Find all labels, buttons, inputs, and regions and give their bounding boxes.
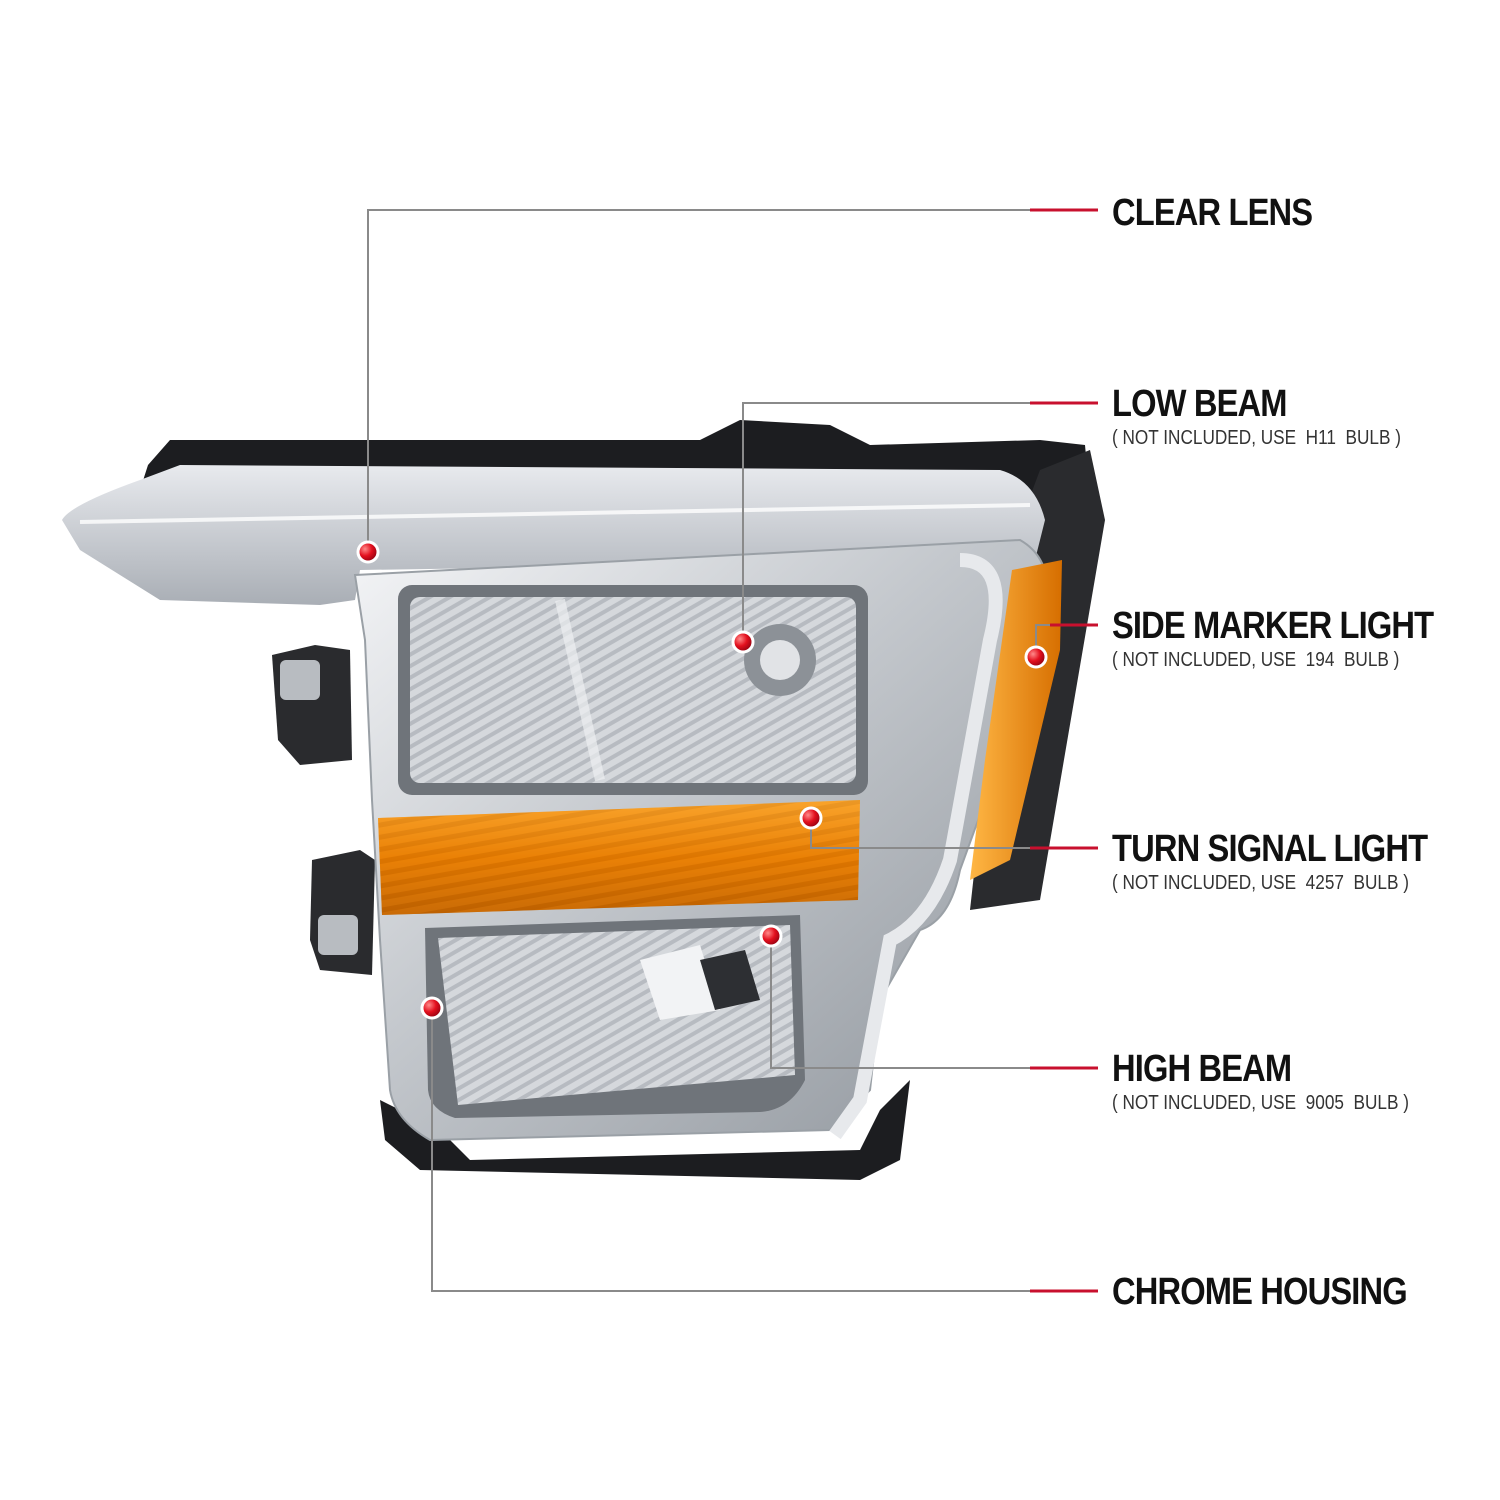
headlight-assembly — [62, 420, 1105, 1180]
turn-signal-label: TURN SIGNAL LIGHT — [1112, 828, 1428, 870]
low-beam-note: ( NOT INCLUDED, USE H11 BULB ) — [1112, 427, 1401, 449]
high-beam-note: ( NOT INCLUDED, USE 9005 BULB ) — [1112, 1092, 1409, 1114]
callout-dot-high-beam — [759, 924, 783, 948]
mount-bracket-lower — [310, 850, 375, 975]
callout-dot-clear-lens — [356, 540, 380, 564]
turn-signal-note: ( NOT INCLUDED, USE 4257 BULB ) — [1112, 872, 1409, 894]
side-marker-label: SIDE MARKER LIGHT — [1112, 605, 1434, 647]
chrome-housing-label: CHROME HOUSING — [1112, 1271, 1408, 1313]
callout-dot-turn-signal — [799, 806, 823, 830]
low-beam-label: LOW BEAM — [1112, 383, 1288, 425]
bottom-housing — [380, 1080, 910, 1180]
side-marker-lens — [970, 560, 1062, 880]
lens-top-bar — [62, 465, 1045, 605]
clear-lens-label: CLEAR LENS — [1112, 192, 1313, 234]
callout-dot-low-beam — [731, 630, 755, 654]
callout-dot-chrome-housing — [420, 996, 444, 1020]
callout-markers — [356, 540, 1048, 1020]
high-beam-label: HIGH BEAM — [1112, 1048, 1292, 1090]
callout-dot-side-marker — [1024, 645, 1048, 669]
side-marker-note: ( NOT INCLUDED, USE 194 BULB ) — [1112, 649, 1400, 671]
